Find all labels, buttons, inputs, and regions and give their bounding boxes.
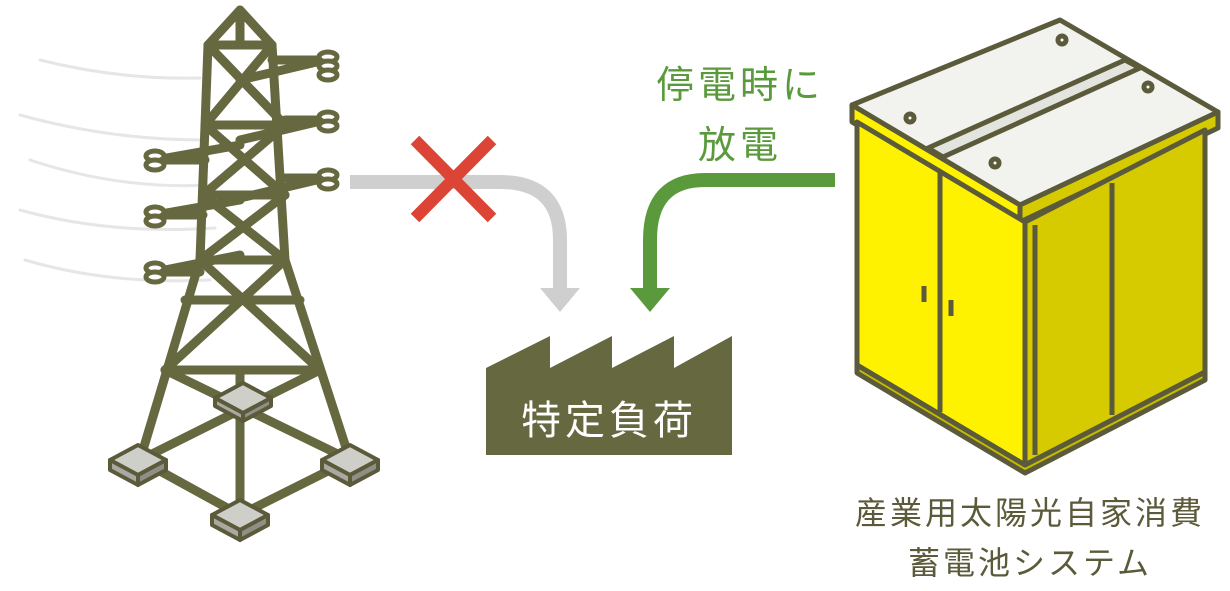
grid-supply-arrow xyxy=(350,175,580,312)
discharge-label-line1: 停電時に xyxy=(655,63,824,107)
power-tower-icon xyxy=(135,5,355,520)
storage-label-line1: 産業用太陽光自家消費 xyxy=(854,494,1205,532)
discharge-arrow xyxy=(630,173,835,312)
tower-footings xyxy=(108,381,380,542)
blocked-x-icon xyxy=(410,135,497,223)
storage-label-line2: 蓄電池システム xyxy=(907,544,1153,582)
storage-system-label: 産業用太陽光自家消費 蓄電池システム xyxy=(830,488,1230,588)
insulators xyxy=(143,49,340,285)
battery-cabinet-icon xyxy=(849,17,1221,476)
wire-lines xyxy=(18,58,217,283)
discharge-label-line2: 放電 xyxy=(697,123,782,167)
factory-label: 特定負荷 xyxy=(521,398,697,444)
factory-icon xyxy=(486,336,732,455)
discharge-label: 停電時に 放電 xyxy=(600,55,880,175)
